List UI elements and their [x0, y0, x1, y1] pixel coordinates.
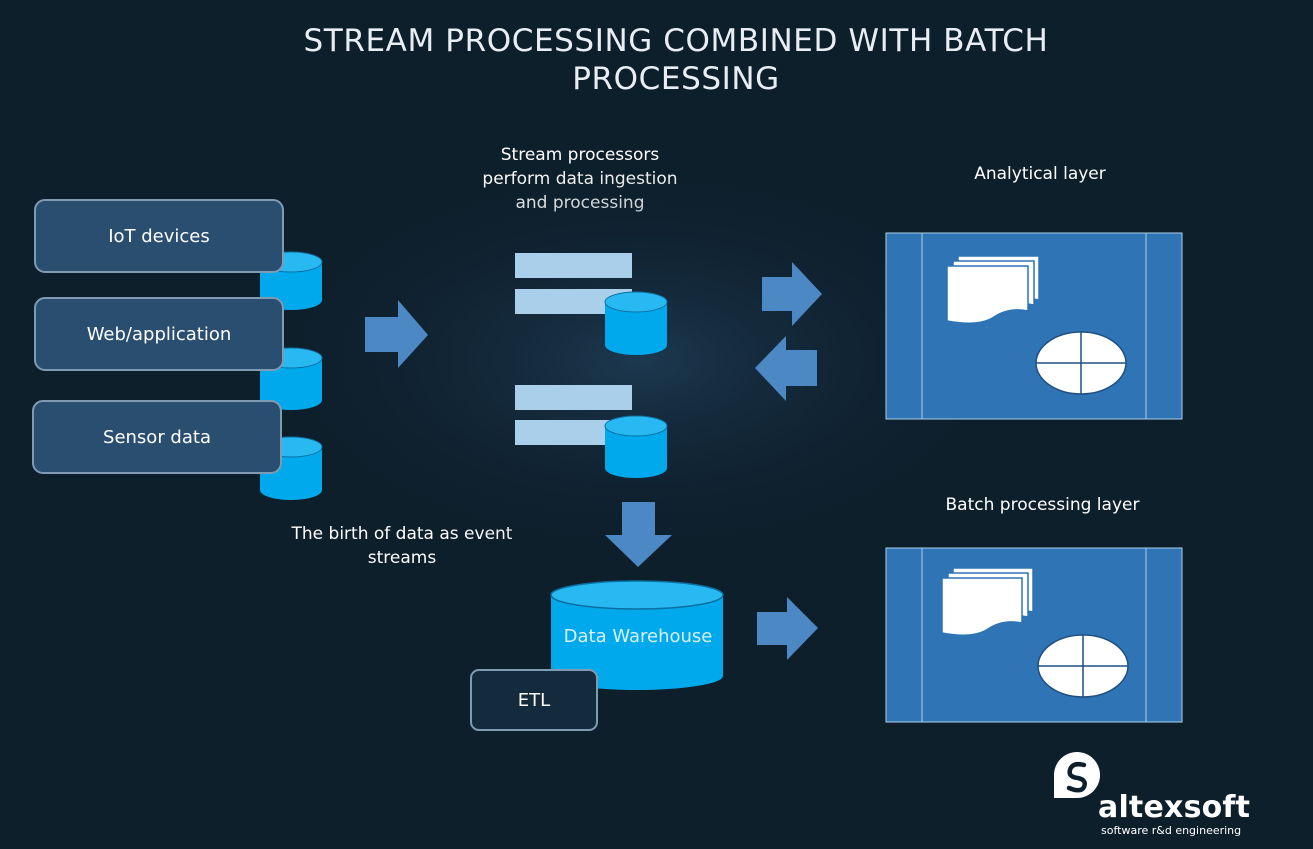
arrow-right-icon	[762, 262, 822, 326]
analytical-layer-label: Analytical layer	[974, 164, 1106, 184]
batch-processing-layer-label: Batch processing layer	[945, 495, 1140, 515]
data-warehouse-label: Data Warehouse	[563, 626, 713, 647]
analytical-layer-panel	[885, 232, 1183, 420]
arrow-left-icon	[755, 336, 817, 401]
queue-bar	[515, 385, 632, 410]
processor-cylinder-2	[604, 415, 668, 478]
page-title: STREAM PROCESSING COMBINED WITH BATCH PR…	[303, 23, 1049, 97]
processor-cylinder-1	[604, 291, 668, 355]
etl-box: ETL	[470, 669, 598, 731]
source-box-sensor-data: Sensor data	[32, 400, 282, 474]
pie-chart-icon	[1037, 634, 1129, 698]
queue-bar	[515, 253, 632, 278]
documents-icon	[941, 567, 1034, 636]
background-glow	[260, 160, 1020, 560]
batch-layer-panel	[885, 547, 1183, 723]
source-box-iot-devices: IoT devices	[34, 199, 284, 273]
pie-chart-icon	[1035, 331, 1127, 395]
source-box-web-application: Web/application	[34, 297, 284, 371]
documents-icon	[946, 255, 1040, 324]
arrow-right-icon	[365, 300, 428, 368]
arrow-down-icon	[605, 502, 672, 567]
data-warehouse-cylinder	[550, 580, 724, 690]
altexsoft-logo-icon	[1054, 752, 1100, 798]
logo-name: altexsoft	[1098, 790, 1251, 825]
arrow-right-icon	[757, 597, 818, 660]
logo-tagline: software r&d engineering	[1101, 824, 1242, 837]
